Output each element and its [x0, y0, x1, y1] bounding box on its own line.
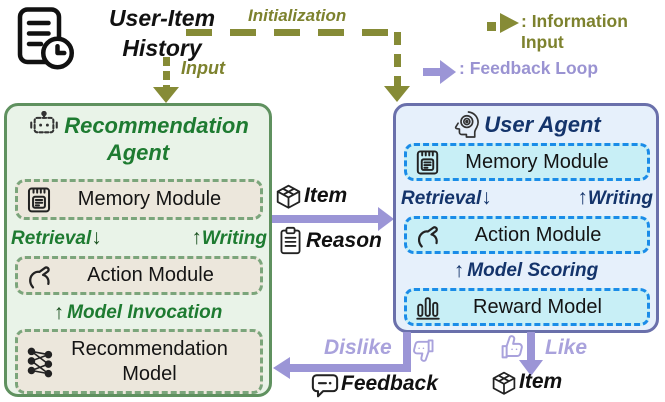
rec-memory-module-label: Memory Module [77, 188, 222, 210]
rec-memory-module: Memory Module [15, 179, 263, 220]
memory-card-icon [25, 184, 53, 215]
dislike-line-vertical [403, 332, 411, 372]
ua-writing-label: ↑Writing [577, 186, 653, 209]
feedback-speech-icon [311, 372, 339, 399]
model-invocation-row: ↑ Model Invocation [7, 299, 269, 327]
ai-head-icon [451, 109, 481, 140]
reason-note-icon [278, 226, 303, 255]
retrieval-down-arrow: ↓ [91, 226, 102, 249]
rec-action-module: Action Module [15, 256, 263, 295]
user-item-history-icon [8, 5, 80, 71]
like-line-vertical [527, 332, 535, 362]
reward-model-label: Reward Model [473, 295, 602, 318]
ua-memory-module-label: Memory Module [465, 150, 609, 173]
recommendation-agent-title-line1: Recommendation [64, 112, 249, 138]
reward-model-box: Reward Model [404, 288, 650, 326]
legend-feedback-arrow-shaft [423, 68, 440, 76]
legend-information-input-label: : Information Input [521, 11, 628, 52]
rec-action-module-label: Action Module [87, 264, 214, 286]
recommendation-agent-header: Recommendation [7, 111, 269, 140]
item-reason-arrowhead-icon [378, 207, 394, 231]
hand-lever-icon [414, 222, 443, 249]
thumbs-up-icon [499, 334, 526, 361]
item-reason-arrow-shaft [272, 215, 378, 223]
thumbs-down-icon [410, 337, 436, 363]
user-agent-title: User Agent [484, 111, 601, 137]
legend-feedback-arrow-icon [440, 60, 456, 84]
ua-action-module: Action Module [404, 216, 650, 254]
feedback-arrowhead-icon [273, 357, 290, 379]
initialization-arrowhead-icon [384, 86, 410, 102]
dislike-label: Dislike [324, 336, 392, 359]
item-bottom-label: Item [519, 370, 563, 393]
model-scoring-label: Model Scoring [467, 260, 599, 281]
item-flow-label: Item [304, 184, 348, 207]
ua-memory-module: Memory Module [404, 143, 650, 181]
rec-retrieval-label: Retrieval↓ [11, 226, 102, 249]
input-arrowhead-icon [153, 87, 179, 103]
ua-retrieval-down-arrow: ↓ [481, 186, 492, 209]
neural-network-icon [25, 344, 57, 380]
like-arrowhead-icon [519, 360, 543, 376]
hand-lever-icon [25, 262, 55, 290]
dislike-line-horizontal [290, 364, 404, 372]
rec-memory-flows: Retrieval↓ ↑Writing [11, 223, 267, 253]
reason-flow-label: Reason [306, 229, 382, 252]
initialization-line-horizontal [186, 29, 398, 36]
rec-writing-label: ↑Writing [191, 226, 267, 249]
ua-action-module-label: Action Module [474, 223, 602, 246]
ua-writing-up-arrow: ↑ [577, 186, 588, 209]
legend-info-arrow-icon [500, 13, 519, 33]
bar-chart-icon [414, 294, 442, 321]
model-scoring-up-arrow: ↑ [453, 259, 465, 282]
model-invocation-label: Model Invocation [67, 302, 223, 323]
legend-feedback-loop-label: : Feedback Loop [459, 58, 599, 78]
item-box-icon [491, 370, 517, 396]
model-scoring-row: ↑ Model Scoring [396, 257, 656, 285]
user-agent-header: User Agent [396, 109, 656, 140]
user-item-history-label: User-Item History [108, 5, 216, 61]
recommendation-agent-title-line2: Agent [106, 140, 170, 165]
user-agent-box: User Agent Memory Module Retrieval↓ ↑Wri… [393, 103, 659, 333]
recommendation-model-label: Recommendation Model [71, 337, 228, 385]
ua-retrieval-label: Retrieval↓ [401, 186, 492, 209]
ua-memory-flows: Retrieval↓ ↑Writing [401, 184, 653, 212]
robot-icon [27, 111, 61, 140]
recommendation-agent-box: Recommendation Agent Memory Module Retri… [4, 103, 272, 397]
legend-dash-icon [487, 22, 496, 31]
like-label: Like [545, 336, 588, 359]
recommendation-model-box: Recommendation Model [15, 329, 263, 394]
model-invocation-up-arrow: ↑ [53, 301, 65, 324]
writing-up-arrow: ↑ [191, 226, 202, 249]
item-box-icon [275, 183, 302, 210]
input-line [163, 57, 170, 87]
initialization-line-vertical [394, 32, 401, 86]
initialization-label: Initialization [248, 6, 347, 25]
input-label: Input [181, 58, 225, 78]
memory-card-icon [414, 147, 441, 177]
feedback-label: Feedback [341, 372, 438, 395]
